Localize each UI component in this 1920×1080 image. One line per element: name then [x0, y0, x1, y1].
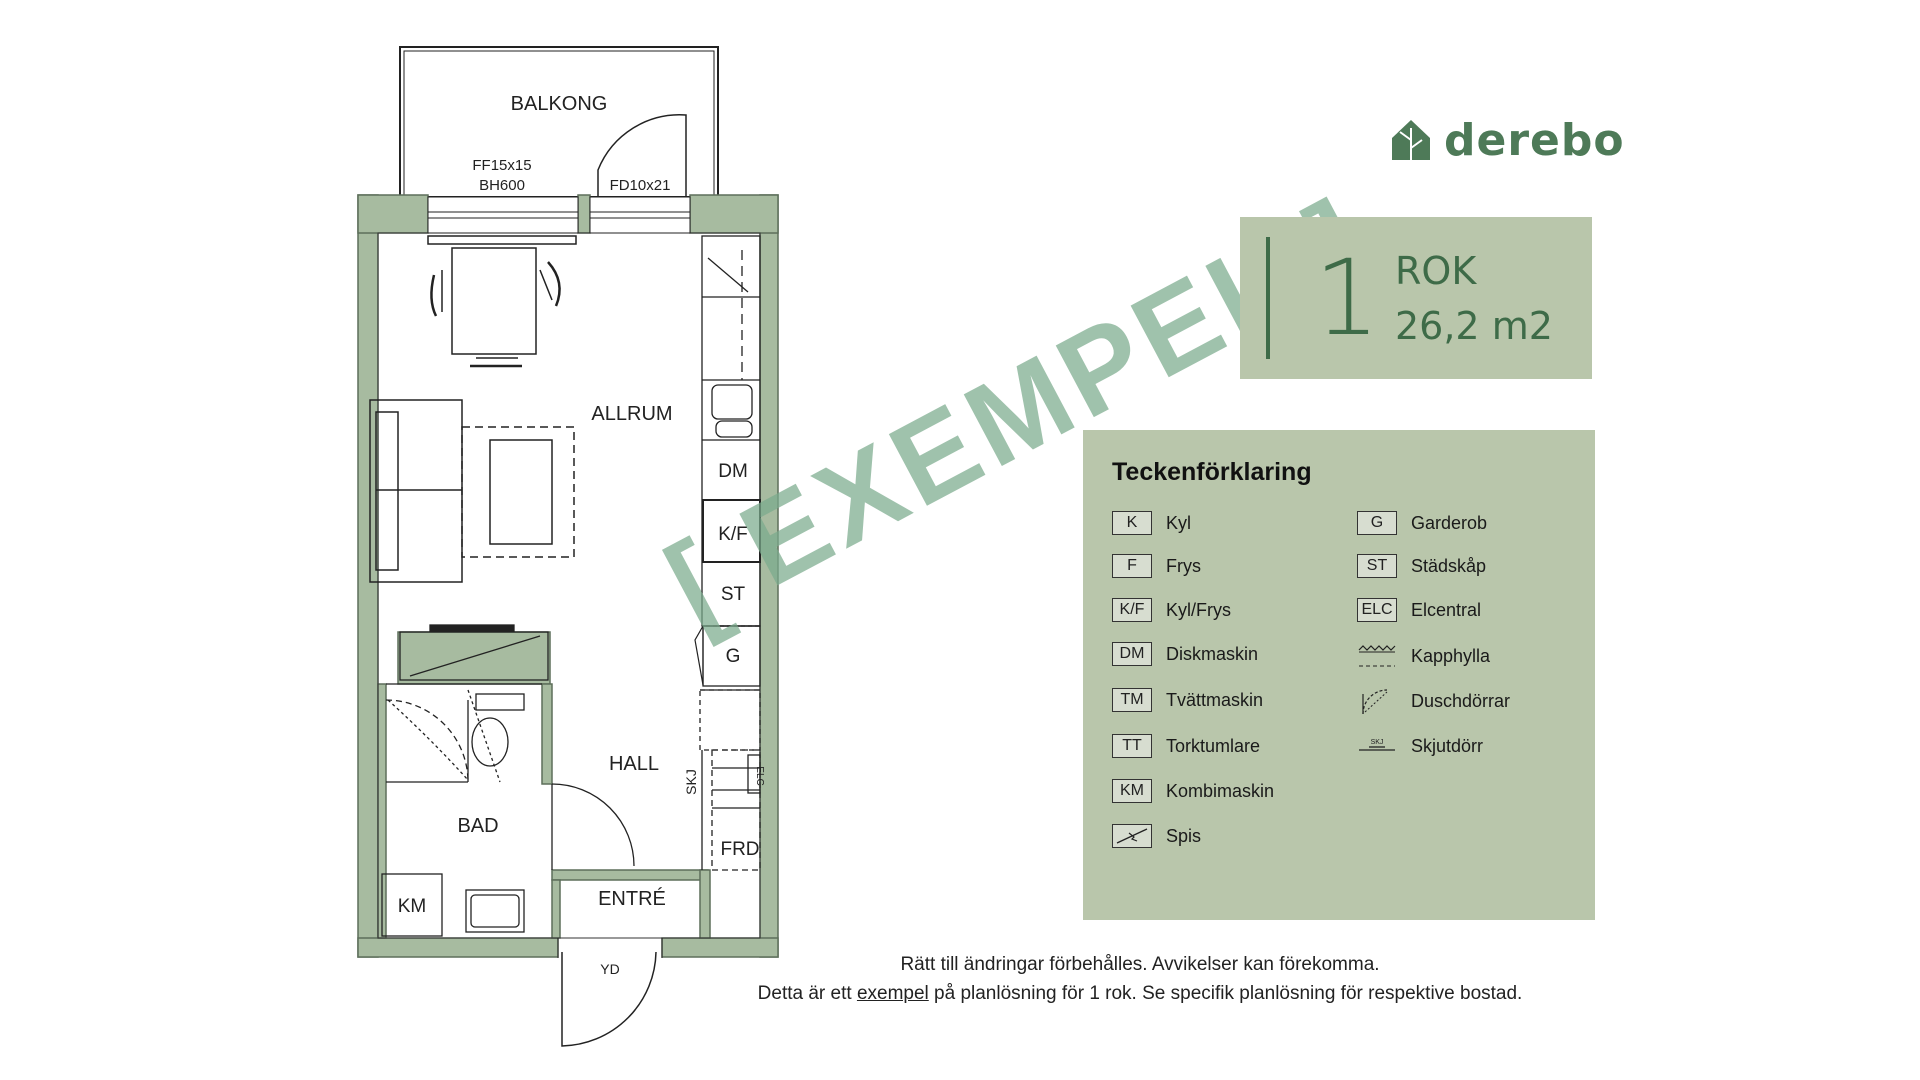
label-electrical: ELC — [754, 766, 765, 785]
footer-example-link[interactable]: exempel — [856, 983, 929, 1004]
rooms-unit: ROK — [1395, 249, 1477, 293]
legend-item-skjutdorr: SKJ Skjutdörr — [1357, 733, 1483, 759]
legend-code: KM — [1112, 779, 1152, 803]
legend-item-frys: F Frys — [1112, 553, 1201, 579]
rooms-number: 1 — [1314, 237, 1381, 359]
apartment-size-box: 1 ROK 26,2 m2 — [1240, 217, 1592, 379]
label-hall: HALL — [609, 753, 659, 775]
balcony-door-swing — [597, 114, 687, 197]
label-exterior-door: YD — [600, 961, 619, 977]
legend-label: Elcentral — [1411, 599, 1482, 620]
legend-item-torktumlare: TT Torktumlare — [1112, 733, 1260, 759]
legend-code: TT — [1112, 734, 1152, 758]
legend-code: TM — [1112, 688, 1152, 712]
apartment-area: 26,2 m2 — [1395, 304, 1553, 348]
label-dishwasher: DM — [718, 461, 748, 482]
legend-item-kombimaskin: KM Kombimaskin — [1112, 778, 1274, 804]
footer-text-post: på planlösning för 1 rok. Se specifik pl… — [928, 983, 1523, 1004]
footer-disclaimer: Rätt till ändringar förbehålles. Avvikel… — [900, 954, 1380, 975]
legend-label: Spis — [1166, 825, 1202, 846]
window-frames — [427, 196, 691, 245]
hall-closet — [701, 749, 761, 871]
label-balcony-door: FD10x21 — [610, 177, 671, 194]
label-wardrobe: G — [726, 646, 741, 667]
bathroom-fixtures — [381, 624, 635, 937]
divider-bar — [1266, 237, 1270, 359]
balcony — [399, 46, 719, 198]
legend-label: Skjutdörr — [1411, 735, 1484, 756]
legend-item-stadskap: ST Städskåp — [1357, 553, 1486, 579]
label-fridge-freezer: K/F — [718, 524, 748, 545]
brand-logo: derebo — [1390, 112, 1625, 168]
shower-door-icon — [1357, 689, 1397, 715]
svg-text:SKJ: SKJ — [1371, 739, 1384, 746]
label-living-room: ALLRUM — [591, 403, 672, 425]
footer-example-note: Detta är ett exempel på planlösning för … — [690, 983, 1590, 1005]
legend-label: Kyl — [1166, 512, 1192, 533]
legend-code: K — [1112, 511, 1152, 535]
legend-item-duschdorrar: Duschdörrar — [1357, 688, 1511, 715]
footer-text-pre: Detta är ett — [757, 983, 857, 1004]
dining-table — [430, 247, 561, 368]
brand-name: derebo — [1444, 114, 1625, 166]
legend-item-garderob: G Garderob — [1357, 510, 1487, 536]
legend-item-kapphylla: Kapphylla — [1357, 643, 1490, 669]
coat-rack-icon — [1357, 644, 1397, 668]
legend-code: G — [1357, 511, 1397, 535]
legend-label: Kapphylla — [1411, 645, 1491, 666]
legend-code: K/F — [1112, 598, 1152, 622]
legend-item-spis: Spis — [1112, 823, 1201, 849]
entry-door-swing — [561, 951, 657, 1047]
legend-item-diskmaskin: DM Diskmaskin — [1112, 641, 1258, 667]
legend-item-kyl: K Kyl — [1112, 510, 1191, 536]
label-entrance: ENTRÉ — [598, 887, 666, 910]
legend-item-kyl-frys: K/F Kyl/Frys — [1112, 597, 1231, 623]
legend-title: Teckenförklaring — [1112, 458, 1312, 486]
label-window: FF15x15 — [472, 157, 531, 174]
sliding-door-icon: SKJ — [1357, 734, 1397, 758]
label-combi-machine: KM — [398, 896, 427, 917]
legend-label: Kombimaskin — [1166, 780, 1275, 801]
label-storage: FRD — [720, 839, 759, 860]
label-balcony: BALKONG — [511, 93, 608, 115]
legend-item-tvattmaskin: TM Tvättmaskin — [1112, 687, 1263, 713]
legend-label: Frys — [1166, 555, 1201, 576]
legend-code: DM — [1112, 642, 1152, 666]
legend-label: Tvättmaskin — [1166, 689, 1264, 710]
label-window-height: BH600 — [479, 177, 525, 194]
floor-plan: BALKONG FF15x15 BH600 FD10x21 ALLRUM DM … — [357, 46, 779, 1047]
house-leaf-icon — [1392, 120, 1430, 160]
label-bathroom: BAD — [457, 815, 498, 837]
legend-item-elcentral: ELC Elcentral — [1357, 597, 1481, 623]
stove-symbol-icon — [1112, 824, 1152, 848]
legend-label: Duschdörrar — [1411, 690, 1511, 711]
label-cleaning-closet: ST — [721, 584, 746, 605]
kitchen-counter — [694, 235, 761, 794]
legend-label: Städskåp — [1411, 555, 1487, 576]
legend-code: ST — [1357, 554, 1397, 578]
legend-label: Garderob — [1411, 512, 1488, 533]
legend-label: Kyl/Frys — [1166, 599, 1231, 620]
legend-panel: Teckenförklaring K Kyl F Frys K/F Kyl/Fr… — [1083, 430, 1595, 920]
legend-label: Diskmaskin — [1166, 643, 1259, 664]
sofa — [369, 399, 575, 583]
legend-code: ELC — [1357, 598, 1397, 622]
label-sliding: SKJ — [683, 769, 699, 795]
legend-code: F — [1112, 554, 1152, 578]
legend-label: Torktumlare — [1166, 735, 1261, 756]
